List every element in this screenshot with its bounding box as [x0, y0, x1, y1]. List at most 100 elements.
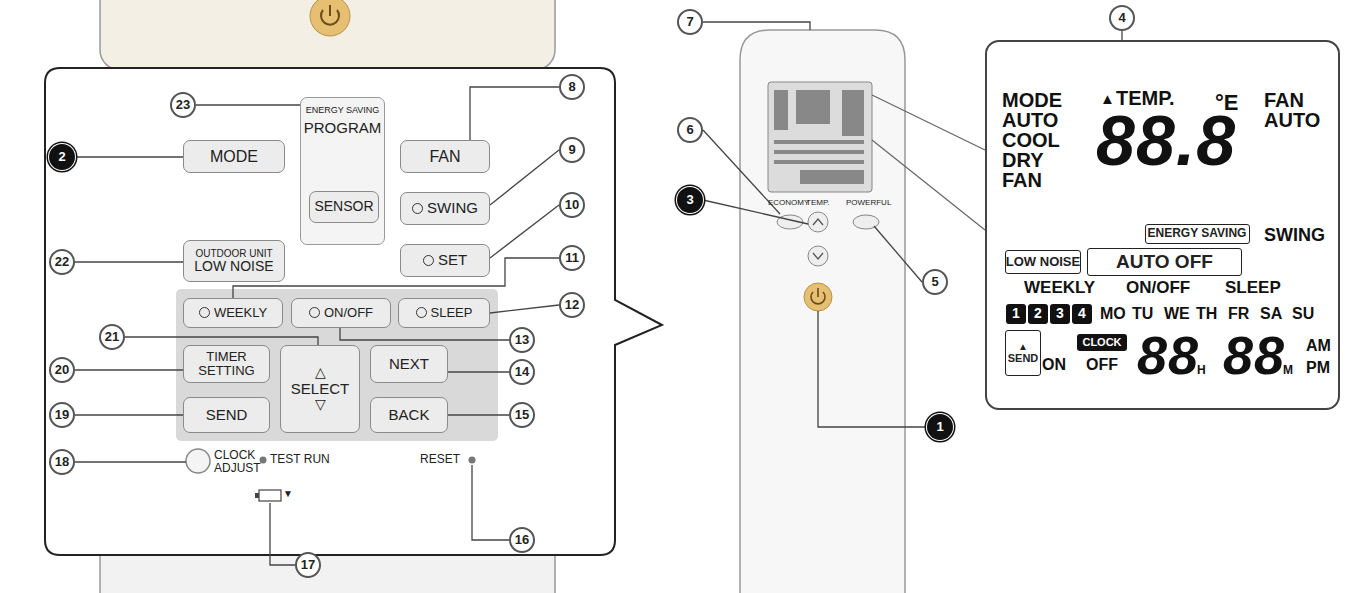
- part-label: ▼: [283, 488, 293, 499]
- button-label: ▽: [315, 397, 326, 412]
- lcd-text: AUTO: [1264, 110, 1320, 130]
- callout-number: 3: [677, 187, 703, 213]
- lcd-text: MO: [1100, 306, 1126, 322]
- callout-number: 9: [559, 137, 585, 163]
- lcd-indicator-box: 1: [1006, 304, 1026, 324]
- lcd-text: ON/OFF: [1126, 279, 1190, 296]
- clock-icon: [199, 307, 210, 318]
- part-label: POWERFUL: [846, 199, 891, 208]
- part-label: ECONOMY: [768, 199, 809, 208]
- battery-nib: [255, 493, 259, 498]
- lcd-text: TH: [1196, 306, 1217, 322]
- button-label: 2: [1034, 306, 1042, 321]
- callout-number: 11: [559, 245, 585, 271]
- button-label: △: [315, 365, 326, 380]
- power-icon: [811, 288, 825, 304]
- remote-button: SENSOR: [309, 191, 379, 223]
- clock-icon: [309, 307, 320, 318]
- callout-number: 7: [677, 9, 703, 35]
- lcd-text: AUTO: [1002, 110, 1058, 130]
- remote-button: OUTDOOR UNITLOW NOISE: [183, 240, 285, 282]
- lcd-text: FAN: [1264, 90, 1304, 110]
- callout-number: 23: [170, 92, 196, 118]
- button-label: ENERGY SAVING: [306, 106, 380, 116]
- callout-number: 14: [509, 359, 535, 385]
- lcd-text: °E: [1215, 92, 1238, 114]
- callout-number: 18: [49, 449, 75, 475]
- lcd-text: FAN: [1002, 170, 1042, 190]
- part-label: RESET: [420, 453, 460, 466]
- power-button: [804, 283, 832, 311]
- lcd-text: SA: [1260, 306, 1282, 322]
- lcd-text: TEMP.: [1116, 88, 1175, 108]
- callout-number: 4: [1109, 5, 1135, 31]
- remote-button: SLEEP: [398, 298, 490, 328]
- lcd-text: SWING: [1264, 226, 1325, 244]
- callout-number: 1: [927, 414, 953, 440]
- callout-number: 12: [559, 292, 585, 318]
- lcd-text: TU: [1132, 306, 1153, 322]
- lcd-text: WE: [1164, 306, 1190, 322]
- remote-button: BACK: [370, 397, 448, 433]
- lcd-text: 88: [1137, 328, 1199, 382]
- lcd-indicator-box: 2: [1028, 304, 1048, 324]
- lcd-indicator-box: AUTO OFF: [1087, 248, 1242, 276]
- lcd-text: WEEKLY: [1024, 279, 1095, 296]
- button-label: LOW NOISE: [1006, 255, 1080, 269]
- callout-number: 2: [49, 144, 75, 170]
- callout-number: 15: [509, 402, 535, 428]
- button-label: SENSOR: [314, 199, 373, 214]
- remote-button: WEEKLY: [183, 298, 283, 328]
- callout-number: 13: [509, 327, 535, 353]
- chevron: [813, 219, 823, 225]
- button-label: WEEKLY: [214, 306, 267, 320]
- callout-number: 22: [49, 249, 75, 275]
- button-label: CLOCK: [1082, 336, 1121, 348]
- lcd-text: COOL: [1002, 130, 1060, 150]
- button-label: BACK: [389, 407, 430, 424]
- button-group: ENERGY SAVING PROGRAM SENSOR: [300, 97, 385, 245]
- clock-icon: [416, 307, 427, 318]
- button-label: AUTO OFF: [1116, 252, 1213, 273]
- remote-button: △SELECT▽: [280, 345, 360, 433]
- button-label: LOW NOISE: [194, 259, 273, 274]
- callout-number: 16: [509, 527, 535, 553]
- callout-number: 19: [49, 402, 75, 428]
- button-label: SWING: [427, 200, 478, 217]
- button-label: SELECT: [291, 381, 349, 398]
- button-label: SEND: [206, 407, 248, 424]
- callout-number: 20: [49, 357, 75, 383]
- lcd-text: MODE: [1002, 90, 1062, 110]
- button-label: 1: [1012, 306, 1020, 321]
- button-label: PROGRAM: [304, 120, 382, 137]
- lcd-text: DRY: [1002, 150, 1043, 170]
- lcd-text: M: [1283, 364, 1293, 376]
- button-label: MODE: [210, 148, 258, 166]
- lcd-indicator-box: 3: [1050, 304, 1070, 324]
- remote-button: MODE: [183, 140, 285, 173]
- remote-body: [740, 30, 905, 593]
- button-label: 4: [1078, 306, 1086, 321]
- part-label: TEST RUN: [270, 453, 330, 466]
- clock-icon: [423, 255, 434, 266]
- power-icon: [321, 5, 339, 25]
- button-label: ▲: [1018, 341, 1028, 352]
- remote-button: SEND: [183, 397, 270, 433]
- lcd-text: 88.8: [1096, 106, 1236, 176]
- callout-number: 17: [295, 552, 321, 578]
- small-lcd-marks: [774, 90, 864, 184]
- remote-button: SET: [400, 244, 490, 277]
- lcd-text: SLEEP: [1225, 279, 1281, 296]
- callout-number: 5: [922, 269, 948, 295]
- lcd-text: ▲: [1100, 91, 1115, 106]
- timer-band: [176, 289, 498, 441]
- lcd-indicator-box: ENERGY SAVING: [1145, 224, 1250, 244]
- lcd-indicator-box: ▲SEND: [1005, 330, 1041, 376]
- lcd-display: MODEAUTOCOOLDRYFAN▲TEMP.88.8°EFANAUTOSWI…: [985, 40, 1340, 410]
- reset-hole: [469, 457, 476, 464]
- remote-button: SWING: [400, 192, 490, 225]
- lcd-indicator-box: LOW NOISE: [1005, 250, 1081, 274]
- lcd-text: H: [1197, 364, 1206, 376]
- callout-number: 8: [559, 74, 585, 100]
- button-label: NEXT: [389, 356, 429, 373]
